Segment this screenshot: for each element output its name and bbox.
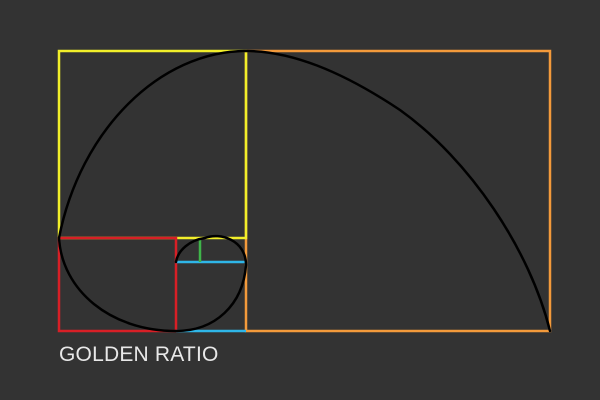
golden-spiral [57, 49, 552, 333]
red-square [57, 236, 178, 333]
orange-square [244, 49, 552, 333]
caption-golden-ratio: GOLDEN RATIO [59, 343, 219, 366]
yellow-square [57, 49, 248, 240]
